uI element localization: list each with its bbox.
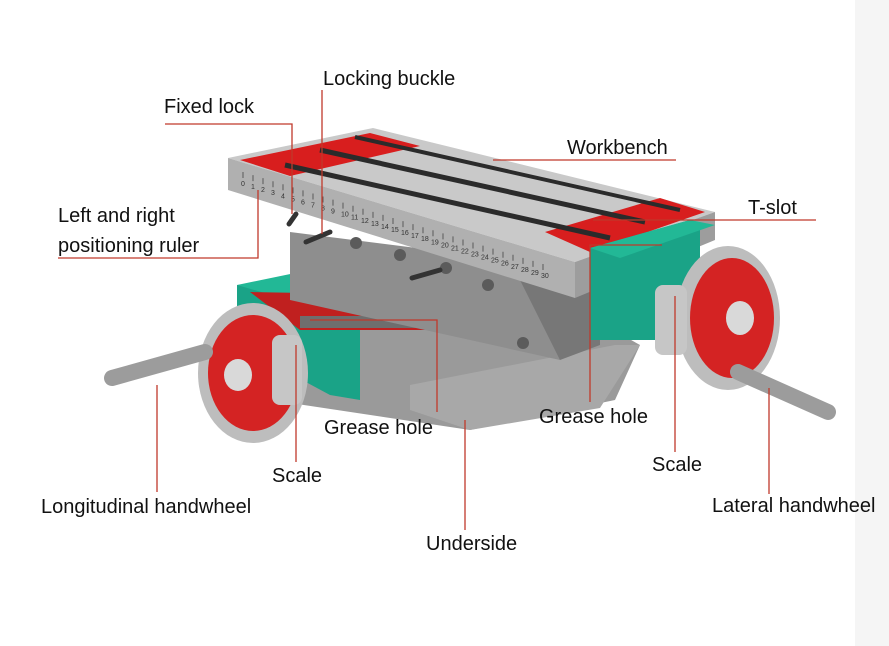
- ruler-tick-label: 12: [361, 218, 369, 225]
- label-fixed-lock: Fixed lock: [164, 96, 255, 118]
- label-scale-right: Scale: [652, 454, 703, 476]
- leader-grease-left: [310, 319, 438, 412]
- left-scale-collar: [272, 335, 302, 405]
- bolt: [350, 237, 362, 249]
- ruler-tick-label: 7: [311, 202, 315, 209]
- ruler-tick-label: 27: [511, 264, 519, 271]
- ruler-tick-label: 1: [251, 184, 255, 191]
- ruler-tick-label: 19: [431, 239, 439, 246]
- locking-buckle-lever: [303, 229, 333, 245]
- ruler-tick-label: 2: [261, 187, 265, 194]
- carriage-lever: [409, 267, 443, 281]
- leader-ruler: [58, 190, 259, 259]
- ruler-tick-label: 26: [501, 261, 509, 268]
- label-grease-hole-left: Grease hole: [324, 417, 433, 439]
- ruler-tick-label: 29: [531, 270, 539, 277]
- ruler-tick-label: 18: [421, 236, 429, 243]
- label-lateral-handwheel: Lateral handwheel: [712, 495, 876, 517]
- label-grease-hole-right: Grease hole: [539, 406, 648, 428]
- right-scale-collar: [655, 285, 687, 355]
- t-slot-2: [319, 147, 646, 225]
- ruler-tick-label: 6: [301, 199, 305, 206]
- ruler-tick-label: 28: [521, 267, 529, 274]
- carriage-side: [520, 275, 600, 360]
- ruler-tick-label: 5: [291, 196, 295, 203]
- fixed-lock-lever: [286, 211, 299, 227]
- ruler-tick-label: 17: [411, 233, 419, 240]
- bolt: [440, 262, 452, 274]
- ruler-tick-label: 30: [541, 273, 549, 280]
- ruler-tick-label: 13: [371, 221, 379, 228]
- ruler-tick-label: 11: [351, 215, 358, 222]
- ruler-tick-label: 25: [491, 258, 499, 265]
- ruler-tick-label: 4: [281, 193, 285, 200]
- bolt: [394, 249, 406, 261]
- workbench-red-right: [545, 198, 705, 252]
- ruler-tick-label: 21: [451, 245, 459, 252]
- bolt: [517, 337, 529, 349]
- leader-fixed-lock: [165, 123, 293, 214]
- label-longitudinal-handwheel: Longitudinal handwheel: [41, 496, 252, 518]
- longitudinal-handwheel-hub: [224, 359, 252, 391]
- leader-grease-right: [589, 244, 662, 402]
- lateral-handwheel-hub: [726, 301, 754, 335]
- ruler-tick-label: 20: [441, 242, 449, 249]
- longitudinal-handle: [104, 344, 213, 386]
- ruler-tick-label: 0: [241, 181, 245, 188]
- side-strip: [855, 0, 889, 646]
- ruler-tick-label: 24: [481, 255, 489, 262]
- label-t-slot: T-slot: [748, 197, 797, 219]
- right-green-top: [590, 220, 715, 258]
- ruler-tick-label: 15: [391, 227, 399, 234]
- leader-lines: [58, 90, 816, 530]
- base-front-face: [410, 345, 640, 430]
- label-locking-buckle: Locking buckle: [323, 68, 456, 90]
- label-underside: Underside: [426, 533, 518, 555]
- ruler-tick-label: 16: [401, 230, 409, 237]
- ruler-tick-label: 9: [331, 209, 335, 216]
- ruler-tick-label: 22: [461, 248, 469, 255]
- t-slot-1: [284, 162, 611, 241]
- ruler-tick-label: 8: [321, 206, 325, 213]
- bolt: [482, 279, 494, 291]
- label-positioning-ruler-line2: positioning ruler: [58, 235, 200, 257]
- lateral-handle: [730, 364, 836, 420]
- t-slot-3: [354, 135, 681, 212]
- label-scale-left: Scale: [272, 465, 323, 487]
- ruler-tick-label: 10: [341, 212, 349, 219]
- ruler-tick-label: 23: [471, 252, 479, 259]
- workbench-front: [228, 158, 575, 298]
- label-workbench: Workbench: [567, 137, 668, 159]
- label-positioning-ruler-line1: Left and right: [58, 205, 175, 227]
- ruler-tick-label: 14: [381, 224, 389, 231]
- ruler-tick-label: 3: [271, 190, 275, 197]
